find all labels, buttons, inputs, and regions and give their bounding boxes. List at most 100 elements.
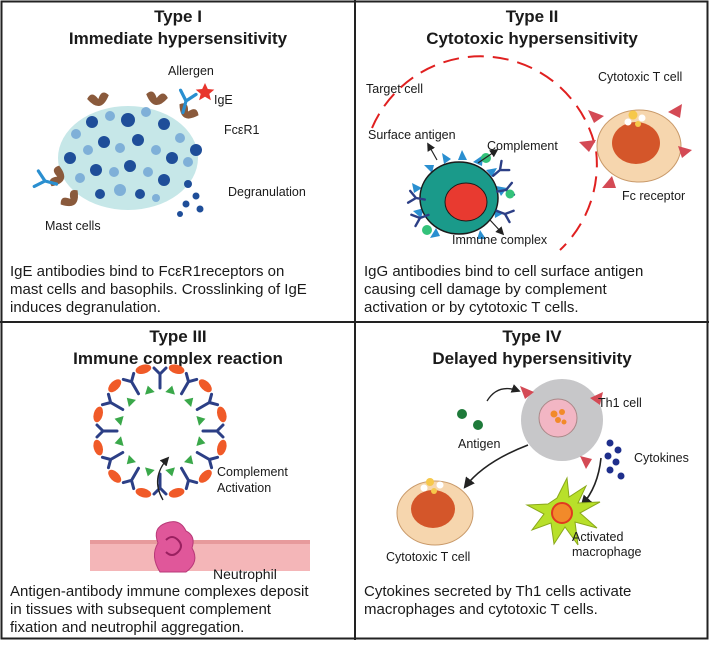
label-th1-cell: Th1 cell	[598, 396, 642, 410]
panel-type-3: Type III Immune complex reaction Neutrop…	[10, 327, 310, 636]
label-ige: IgE	[214, 93, 233, 107]
type3-subtitle: Immune complex reaction	[73, 349, 283, 368]
antigen-icon	[216, 406, 227, 423]
label-cytotoxic-t-cell: Cytotoxic T cell	[598, 70, 682, 84]
type1-description-line: induces degranulation.	[10, 299, 161, 316]
cytokines-dots	[604, 439, 625, 480]
antigen-icon	[135, 364, 152, 375]
type1-description-line: IgE antibodies bind to FcεR1receptors on	[10, 263, 284, 280]
label-target-cell: Target cell	[366, 82, 423, 96]
type2-title: Type II	[506, 7, 559, 26]
fc-receptor-icon	[668, 104, 682, 118]
label-antigen: Antigen	[458, 437, 500, 451]
antibody-icon	[201, 423, 225, 439]
antibody-icon	[180, 466, 199, 491]
antigen-icon	[135, 487, 152, 498]
antibody-icon	[100, 451, 125, 470]
label-neutrophil: Neutrophil	[213, 566, 277, 582]
type4-description-line: Cytokines secreted by Th1 cells activate	[364, 583, 631, 600]
type4-title: Type IV	[502, 327, 562, 346]
antigen-icon	[198, 379, 212, 393]
immune-complex-ring	[93, 364, 227, 498]
type2-arrows	[427, 142, 505, 236]
type3-title: Type III	[149, 327, 206, 346]
mast-cell-granules	[64, 107, 204, 217]
arrow-to-macrophage	[580, 457, 602, 507]
label-complement: Complement	[217, 465, 288, 479]
panel-type-1: Type I Immediate hypersensitivity	[10, 7, 307, 316]
complement-icon	[126, 455, 136, 465]
antibody-icon	[152, 366, 168, 390]
antibody-icon	[95, 423, 119, 439]
type3-description-line: in tissues with subsequent complement	[10, 601, 272, 618]
antigen-icon	[93, 439, 104, 456]
fc-receptor-icon	[588, 110, 604, 123]
label-activation: Activation	[217, 481, 271, 495]
antigen-icon	[93, 406, 104, 423]
complement-icon	[126, 397, 136, 407]
complement-icon	[184, 455, 194, 465]
type1-description-line: mast cells and basophils. Crosslinking o…	[10, 281, 307, 298]
type2-description-line: IgG antibodies bind to cell surface anti…	[364, 263, 643, 280]
antigen-icon	[168, 487, 185, 498]
antibody-icon	[195, 451, 220, 470]
panel-type-2: Type II Cytotoxic hypersensitivity	[364, 7, 692, 316]
complement-icon	[114, 436, 124, 446]
type2-description-line: causing cell damage by complement	[364, 281, 607, 298]
type3-description-line: Antigen-antibody immune complexes deposi…	[10, 583, 309, 600]
antibody-icon	[195, 392, 220, 411]
label-allergen: Allergen	[168, 64, 214, 78]
label-degranulation: Degranulation	[228, 185, 306, 199]
th1-cell	[520, 379, 603, 469]
tissue-strip	[90, 540, 310, 571]
target-cell-type2	[406, 150, 516, 239]
label-mast-cells: Mast cells	[45, 219, 101, 233]
fc-receptor-icon	[678, 146, 692, 158]
fc-receptor-icon	[602, 176, 616, 188]
label-cytotoxic-t-cell: Cytotoxic T cell	[386, 550, 470, 564]
type2-subtitle: Cytotoxic hypersensitivity	[426, 29, 638, 48]
label-complement: Complement	[487, 139, 558, 153]
label-fc-receptor: Fc receptor	[622, 189, 685, 203]
antigen-icon	[108, 379, 122, 393]
antigen-icon	[216, 439, 227, 456]
antibody-icon	[121, 466, 140, 491]
antibody-icon	[180, 371, 199, 396]
complement-molecule-icon	[505, 189, 515, 199]
type3-description-line: fixation and neutrophil aggregation.	[10, 619, 244, 636]
activated-macrophage	[525, 476, 601, 546]
complement-icon	[165, 385, 175, 395]
receptor-icon	[580, 456, 592, 469]
antibody-icon	[152, 472, 168, 496]
complement-icon	[184, 397, 194, 407]
arrow-to-cytotoxic-t-cell	[463, 444, 529, 489]
antigen-dot-icon	[457, 409, 467, 419]
cytotoxic-t-cell-type2	[579, 104, 692, 188]
complement-icon	[165, 467, 175, 477]
allergen-star-icon	[195, 83, 215, 101]
receptor-icon	[520, 386, 534, 399]
complement-icon	[114, 416, 124, 426]
complement-icon	[196, 436, 206, 446]
antigen-dot-icon	[473, 420, 483, 430]
complement-molecule-icon	[422, 225, 432, 235]
label-fcer1: FcεR1	[224, 123, 259, 137]
label-surface-antigen: Surface antigen	[368, 128, 456, 142]
complement-icon	[145, 467, 155, 477]
antigen-icon	[168, 364, 185, 375]
label-immune-complex: Immune complex	[452, 233, 548, 247]
type4-subtitle: Delayed hypersensitivity	[432, 349, 632, 368]
label-activated: Activated	[572, 530, 623, 544]
antigen-icon	[198, 469, 212, 483]
receptor-icon	[590, 392, 603, 405]
type1-title: Type I	[154, 7, 202, 26]
neutrophil-cell	[154, 521, 196, 573]
label-cytokines: Cytokines	[634, 451, 689, 465]
cytotoxic-t-cell-type4	[396, 478, 474, 546]
panel-type-4: Type IV Delayed hypersensitivity	[364, 327, 689, 618]
antigen-arrow	[486, 384, 521, 402]
complement-icon	[196, 416, 206, 426]
